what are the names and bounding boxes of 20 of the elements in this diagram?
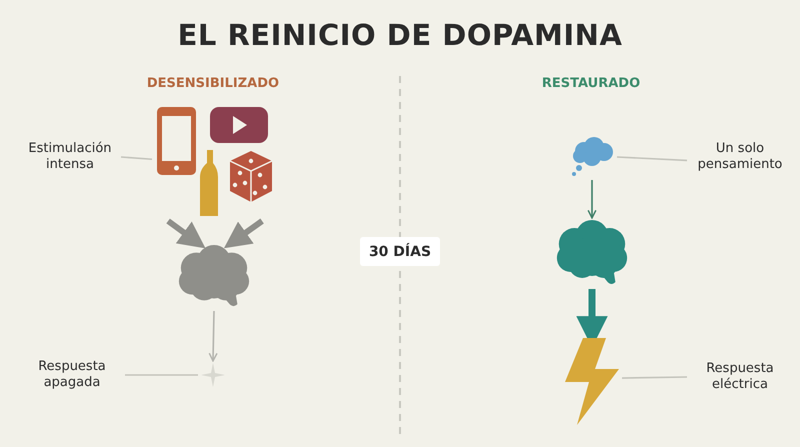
title: EL REINICIO DE DOPAMINA [176, 18, 624, 52]
arrow [166, 218, 206, 248]
section-heading: RESTAURADO [540, 76, 642, 91]
callout-text: Un solo pensamiento [690, 140, 790, 174]
duration-label: 30 DÍAS [360, 237, 440, 266]
lightning-bolt-icon [565, 338, 619, 425]
stimuli-drawing [155, 105, 274, 218]
arrow [208, 310, 218, 362]
leader-line [125, 374, 198, 376]
leader-line [622, 376, 688, 379]
callout-text: Respuesta eléctrica [690, 360, 790, 394]
thought-cloud-icon [570, 137, 614, 177]
arrow [587, 180, 597, 219]
section-heading: DESENSIBILIZADO [146, 76, 280, 91]
spark-icon [201, 363, 225, 387]
leader-line [616, 156, 688, 162]
arrow [224, 218, 264, 248]
leader-line [120, 156, 152, 160]
callout-text: Respuesta apagada [22, 358, 122, 392]
callout-text: Estimulación intensa [22, 140, 118, 174]
